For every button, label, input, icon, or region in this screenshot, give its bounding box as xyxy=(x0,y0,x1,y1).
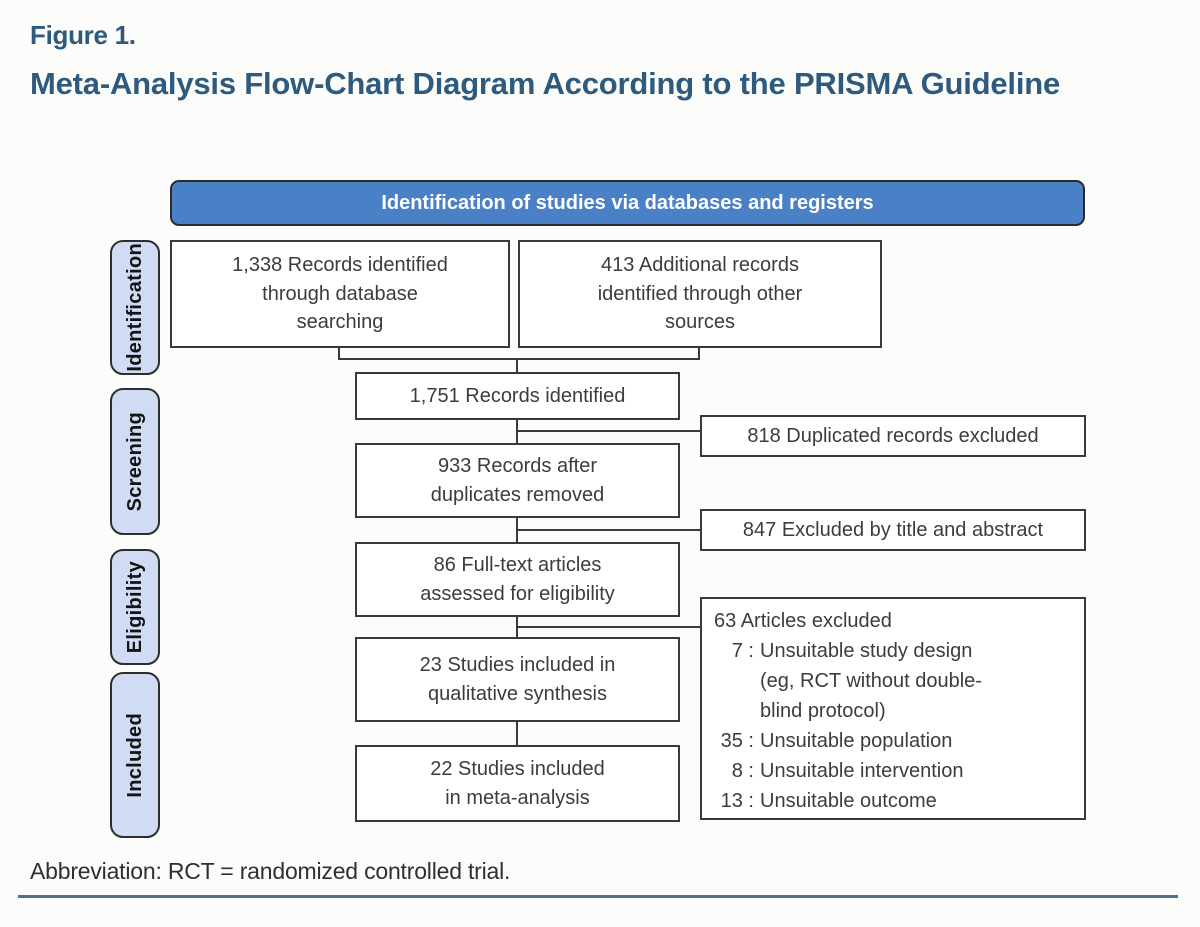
connector-qualitative-to-meta xyxy=(516,722,518,745)
stage-label-text: Screening xyxy=(123,411,146,512)
stage-label-eligibility: Eligibility xyxy=(110,549,160,665)
exclusion-item-count: 8 xyxy=(714,756,754,786)
connector-dbsearch-stub xyxy=(338,348,340,360)
stage-label-identification: Identification xyxy=(110,240,160,375)
connector-othersources-stub xyxy=(698,348,700,360)
exclusion-title: 63 Articles excluded xyxy=(714,610,892,632)
exclusion-item: 7 Unsuitable study design (eg, RCT witho… xyxy=(714,636,1076,726)
exclusion-item-label: Unsuitable study design (eg, RCT without… xyxy=(760,640,982,722)
exclusion-item: 35 Unsuitable population xyxy=(714,726,1076,756)
figure-title: Meta-Analysis Flow-Chart Diagram Accordi… xyxy=(30,66,1061,101)
footnote: Abbreviation: RCT = randomized controlle… xyxy=(30,858,511,884)
box-meta-analysis: 22 Studies included in meta-analysis xyxy=(355,745,680,822)
exclusion-item-label: Unsuitable intervention xyxy=(760,760,964,782)
box-records-other: 413 Additional records identified throug… xyxy=(518,240,882,348)
exclusion-item-label: Unsuitable outcome xyxy=(760,790,937,812)
diagram-header-bar: Identification of studies via databases … xyxy=(170,180,1085,226)
box-articles-excluded: 63 Articles excluded 7 Unsuitable study … xyxy=(700,597,1086,820)
connector-total-to-afterdup xyxy=(516,420,518,443)
stage-label-included: Included xyxy=(110,672,160,838)
box-qualitative-synthesis: 23 Studies included in qualitative synth… xyxy=(355,637,680,722)
exclusion-item-count: 7 xyxy=(714,636,754,666)
exclusion-item-count: 35 xyxy=(714,726,754,756)
exclusion-item-count: 13 xyxy=(714,786,754,816)
stage-label-screening: Screening xyxy=(110,388,160,535)
box-duplicates-excluded: 818 Duplicated records excluded xyxy=(700,415,1086,457)
box-records-total: 1,751 Records identified xyxy=(355,372,680,420)
stage-label-text: Eligibility xyxy=(123,560,146,654)
box-after-duplicates: 933 Records after duplicates removed xyxy=(355,443,680,518)
box-records-database: 1,338 Records identified through databas… xyxy=(170,240,510,348)
connector-afterdup-to-fulltext xyxy=(516,518,518,542)
stage-label-text: Identification xyxy=(123,243,146,372)
figure-label: Figure 1. xyxy=(30,20,136,50)
connector-fulltext-to-qualitative xyxy=(516,617,518,637)
box-title-abstract-excluded: 847 Excluded by title and abstract xyxy=(700,509,1086,551)
divider-rule xyxy=(18,895,1178,898)
exclusion-item-label: Unsuitable population xyxy=(760,730,953,752)
exclusion-item: 13 Unsuitable outcome xyxy=(714,786,1076,816)
connector-branch-titleabstract xyxy=(518,529,700,531)
connector-branch-duplicates xyxy=(518,430,700,432)
box-fulltext-assessed: 86 Full-text articles assessed for eligi… xyxy=(355,542,680,617)
stage-label-text: Included xyxy=(123,712,146,798)
exclusion-item: 8 Unsuitable intervention xyxy=(714,756,1076,786)
connector-branch-articles-excluded xyxy=(518,626,700,628)
connector-into-total xyxy=(516,360,518,372)
connector-merge-bar xyxy=(338,358,700,360)
